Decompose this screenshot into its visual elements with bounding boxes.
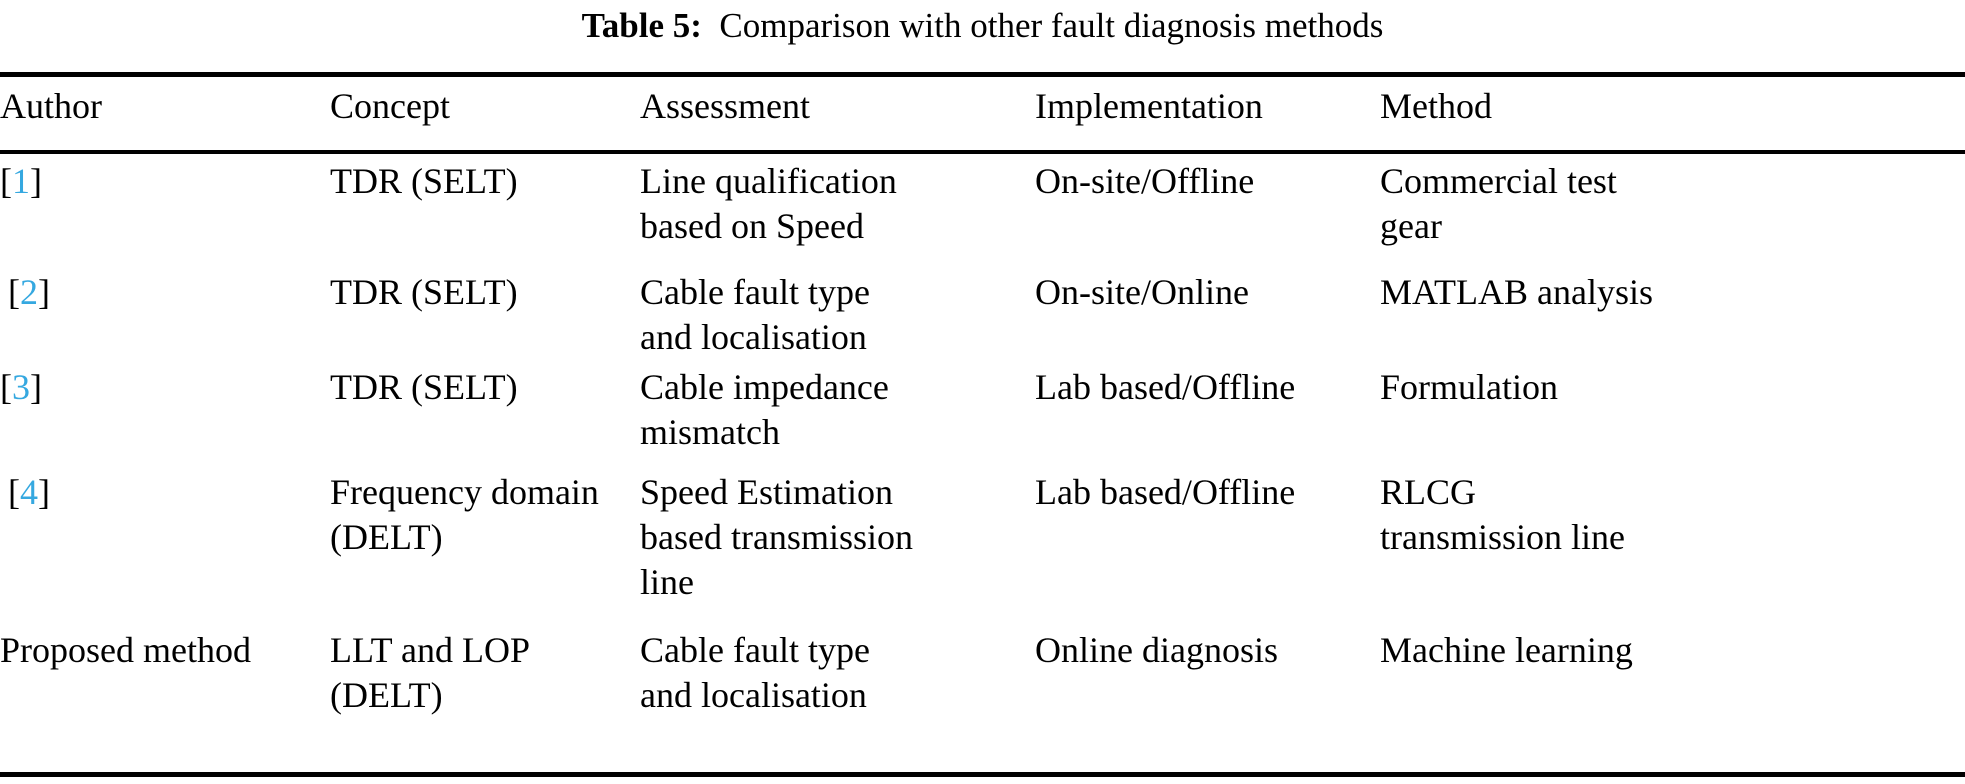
citation-number[interactable]: 3 — [12, 367, 30, 407]
column-header-assessment: Assessment — [640, 86, 810, 126]
cell-method: RLCG transmission line — [1380, 468, 1965, 618]
cell-line: line — [640, 562, 694, 602]
table-bottom-rule — [0, 772, 1965, 777]
cell-line: Cable impedance — [640, 367, 889, 407]
cell-assessment: Cable fault type and localisation — [640, 268, 1035, 363]
cell-author: Proposed method — [0, 618, 330, 730]
cell-line: On-site/Online — [1035, 272, 1249, 312]
cell-concept: TDR (SELT) — [330, 268, 640, 363]
table-row: [3] TDR (SELT) Cable impedance mismatch Lab … — [0, 363, 1965, 468]
cell-line: (DELT) — [330, 517, 443, 557]
citation-bracket-close: ] — [30, 367, 42, 407]
cell-author: [3] — [0, 363, 330, 468]
citation-bracket-close: ] — [38, 272, 50, 312]
cell-line: and localisation — [640, 675, 867, 715]
table-body: [1] TDR (SELT) Line qualification based on … — [0, 157, 1965, 730]
table-caption-label: Table 5: — [581, 6, 702, 45]
cell-line: TDR (SELT) — [330, 272, 518, 312]
cell-author: [2] — [0, 268, 330, 363]
cell-implementation: On-site/Online — [1035, 268, 1380, 363]
citation-link[interactable]: [1] — [0, 161, 42, 201]
citation-bracket-open: [ — [0, 367, 12, 407]
cell-line: based transmission — [640, 517, 913, 557]
cell-method: Commercial test gear — [1380, 157, 1965, 268]
cell-assessment: Line qualification based on Speed — [640, 157, 1035, 268]
table-row: Proposed method LLT and LOP (DELT) Cable fa… — [0, 618, 1965, 730]
cell-line: TDR (SELT) — [330, 367, 518, 407]
cell-author: [4] — [0, 468, 330, 618]
comparison-table: Author Concept Assessment Implementation… — [0, 77, 1965, 730]
column-header-implementation: Implementation — [1035, 86, 1263, 126]
cell-line: Speed Estimation — [640, 472, 893, 512]
cell-line: gear — [1380, 206, 1442, 246]
table-top-rule — [0, 72, 1965, 77]
citation-bracket-close: ] — [30, 161, 42, 201]
cell-line: based on Speed — [640, 206, 864, 246]
table-header-rule — [0, 150, 1965, 154]
table-caption: Table 5: Comparison with other fault dia… — [0, 0, 1965, 48]
cell-method: Formulation — [1380, 363, 1965, 468]
cell-line: RLCG — [1380, 472, 1477, 512]
citation-number[interactable]: 4 — [20, 472, 38, 512]
cell-implementation: On-site/Offline — [1035, 157, 1380, 268]
citation-number[interactable]: 1 — [12, 161, 30, 201]
cell-author: [1] — [0, 157, 330, 268]
table-caption-text: Comparison with other fault diagnosis me… — [719, 6, 1384, 45]
cell-line: Frequency domain — [330, 472, 599, 512]
cell-implementation: Lab based/Offline — [1035, 363, 1380, 468]
cell-line: MATLAB analysis — [1380, 272, 1653, 312]
citation-link[interactable]: [4] — [0, 472, 50, 512]
cell-concept: Frequency domain (DELT) — [330, 468, 640, 618]
cell-implementation: Lab based/Offline — [1035, 468, 1380, 618]
cell-line: Lab based/Offline — [1035, 367, 1296, 407]
cell-concept: TDR (SELT) — [330, 363, 640, 468]
table-row: [2] TDR (SELT) Cable fault type and localis… — [0, 268, 1965, 363]
cell-implementation: Online diagnosis — [1035, 618, 1380, 730]
cell-line: and localisation — [640, 317, 867, 357]
cell-line: transmission line — [1380, 517, 1625, 557]
cell-concept: LLT and LOP (DELT) — [330, 618, 640, 730]
cell-line: Commercial test — [1380, 161, 1617, 201]
cell-line: mismatch — [640, 412, 780, 452]
cell-method: MATLAB analysis — [1380, 268, 1965, 363]
cell-line: On-site/Offline — [1035, 161, 1255, 201]
cell-line: Lab based/Offline — [1035, 472, 1296, 512]
cell-line: TDR (SELT) — [330, 161, 518, 201]
table-row: [4] Frequency domain (DELT) Speed Estimatio… — [0, 468, 1965, 618]
citation-bracket-open: [ — [8, 272, 20, 312]
citation-bracket-open: [ — [0, 161, 12, 201]
cell-assessment: Speed Estimation based transmission line — [640, 468, 1035, 618]
cell-line: (DELT) — [330, 675, 443, 715]
cell-line: Cable fault type — [640, 630, 870, 670]
cell-line: Line qualification — [640, 161, 897, 201]
cell-line: LLT and LOP — [330, 630, 531, 670]
cell-method: Machine learning — [1380, 618, 1965, 730]
citation-bracket-open: [ — [8, 472, 20, 512]
citation-link[interactable]: [2] — [0, 272, 50, 312]
cell-line: Machine learning — [1380, 630, 1633, 670]
author-label: Proposed method — [0, 630, 251, 670]
cell-assessment: Cable fault type and localisation — [640, 618, 1035, 730]
citation-number[interactable]: 2 — [20, 272, 38, 312]
cell-line: Online diagnosis — [1035, 630, 1278, 670]
citation-bracket-close: ] — [38, 472, 50, 512]
column-header-concept: Concept — [330, 86, 450, 126]
table-header-row: Author Concept Assessment Implementation… — [0, 77, 1965, 157]
cell-assessment: Cable impedance mismatch — [640, 363, 1035, 468]
citation-link[interactable]: [3] — [0, 367, 42, 407]
cell-line: Cable fault type — [640, 272, 870, 312]
table-row: [1] TDR (SELT) Line qualification based on … — [0, 157, 1965, 268]
column-header-author: Author — [0, 86, 102, 126]
cell-line: Formulation — [1380, 367, 1558, 407]
cell-concept: TDR (SELT) — [330, 157, 640, 268]
column-header-method: Method — [1380, 86, 1492, 126]
